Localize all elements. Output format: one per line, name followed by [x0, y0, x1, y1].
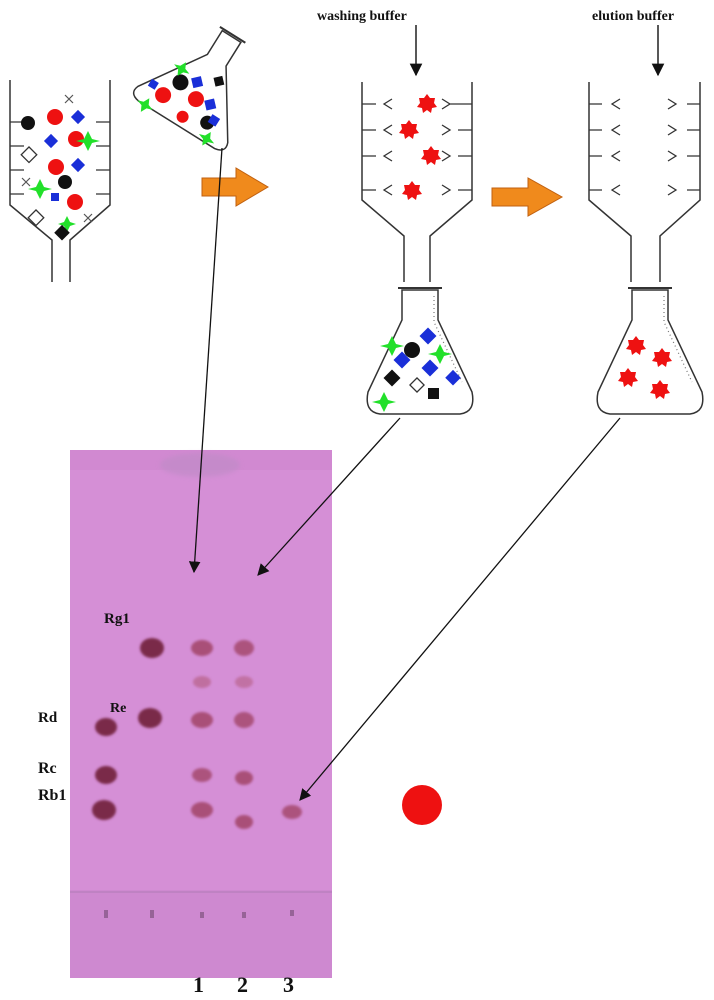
eluate-to-lane-3-arrow — [299, 417, 621, 801]
red-dot-icon — [402, 785, 442, 825]
red-dot-icon — [618, 368, 638, 387]
elution-column: elution buffer — [588, 9, 701, 282]
lane-label-3: 3 — [283, 972, 294, 997]
orange-arrow-icon — [491, 177, 564, 217]
lane-label-2: 2 — [237, 972, 248, 997]
standard-label-rg1: Rg1 — [104, 611, 130, 627]
connector-arrows — [188, 147, 621, 801]
affinity-column-icon — [9, 80, 111, 282]
tlc-plate: Rg1 Re Rd Rc Rb1 — [38, 450, 332, 978]
standard-label-rb1: Rb1 — [38, 787, 66, 804]
red-dot-icon — [417, 94, 437, 113]
washing-column: washing buffer — [317, 9, 473, 282]
standard-label-rd: Rd — [38, 710, 58, 726]
pouring-flask — [132, 25, 246, 151]
orange-arrow-icon — [201, 167, 269, 207]
sample-to-lane-1-arrow — [188, 147, 223, 574]
affinity-column-icon — [588, 82, 701, 282]
red-dot-icon — [421, 146, 441, 165]
loaded-column — [9, 80, 111, 282]
elution-buffer-label: elution buffer — [592, 9, 674, 24]
red-dot-icon — [626, 336, 646, 355]
red-dot-icon — [402, 181, 422, 200]
erlenmeyer-flask-icon — [596, 289, 704, 415]
red-dot-icon — [399, 120, 419, 139]
affinity-column-icon — [361, 82, 473, 282]
standard-label-re: Re — [110, 701, 126, 716]
flowthrough-to-lane-2-arrow — [257, 417, 401, 576]
washing-buffer-label: washing buffer — [317, 9, 407, 24]
eluate-flask — [596, 287, 704, 415]
flow-through-flask — [366, 287, 474, 415]
standard-label-rc: Rc — [38, 760, 57, 777]
red-dot-icon — [650, 380, 670, 399]
mixed-sample-markers — [20, 94, 100, 241]
tlc-spots — [92, 638, 302, 829]
lane-label-1: 1 — [193, 972, 204, 997]
red-dot-icon — [652, 348, 672, 367]
